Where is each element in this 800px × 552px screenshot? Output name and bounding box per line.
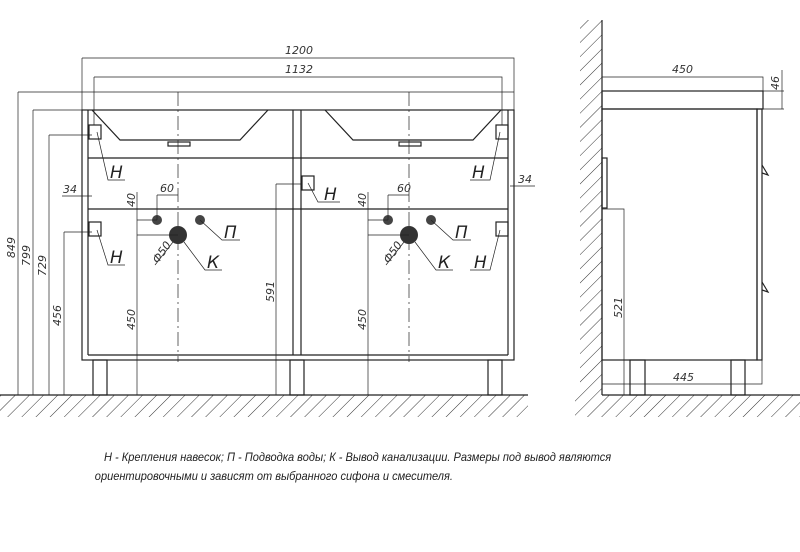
- dim-height-cabinet: 799: [20, 245, 33, 266]
- front-view: 1200 1132 849 799 729 456 34 34 60 60 40…: [0, 44, 535, 417]
- sink-basin-right: [324, 109, 502, 141]
- dim-drain-height-right: 450: [356, 309, 369, 330]
- countertop: [601, 90, 764, 110]
- mount-bracket: [495, 124, 509, 140]
- dim-back-opening-height: 521: [612, 297, 625, 318]
- sink-basin-left: [91, 109, 269, 141]
- label-water: П: [455, 223, 468, 243]
- caption-line-1: Н - Крепления навесок; П - Подводка воды…: [104, 450, 612, 464]
- wall-hatch: [580, 20, 602, 395]
- floor-hatch: [0, 395, 528, 417]
- leg: [629, 359, 646, 396]
- label-drain: К: [438, 253, 451, 273]
- label-mount: Н: [324, 185, 337, 205]
- dim-top-thickness: 46: [769, 76, 782, 90]
- dim-pipe-spacing-right: 60: [397, 182, 411, 195]
- dim-height-total: 849: [5, 237, 18, 258]
- cabinet-side: [601, 108, 758, 361]
- dim-drain-height-left: 450: [125, 309, 138, 330]
- legend-caption: Н - Крепления навесок; П - Подводка воды…: [95, 448, 612, 486]
- floor-hatch: [575, 395, 800, 417]
- dim-width-total: 1200: [285, 44, 313, 57]
- dim-width-inner: 1132: [285, 63, 313, 76]
- leg: [730, 359, 746, 396]
- dim-height-lower-mount: 456: [51, 305, 64, 326]
- dim-mount-offset-right: 34: [518, 173, 532, 186]
- dim-height-upper-mount: 729: [36, 255, 49, 276]
- leg: [487, 359, 503, 396]
- dim-pipe-offset-right: 40: [356, 193, 369, 207]
- mount-bracket: [301, 175, 315, 191]
- dim-pipe-offset-left: 40: [125, 193, 138, 207]
- label-drain: К: [207, 253, 220, 273]
- mount-bracket: [88, 221, 102, 237]
- mount-bracket: [88, 124, 102, 140]
- dim-drain-diameter-left: Ф50: [150, 239, 174, 266]
- label-water: П: [224, 223, 237, 243]
- side-view: 450 46 521 445: [575, 20, 800, 417]
- dim-center-mount-height: 591: [264, 281, 277, 302]
- dim-drain-diameter-right: Ф50: [381, 239, 405, 266]
- leg: [289, 359, 305, 396]
- mount-bracket: [495, 221, 509, 237]
- dim-pipe-spacing-left: 60: [160, 182, 174, 195]
- label-mount: Н: [110, 163, 123, 183]
- dim-mount-offset-left: 34: [63, 183, 77, 196]
- dim-depth-top: 450: [672, 63, 693, 76]
- caption-line-2: ориентировочными и зависят от выбранного…: [94, 469, 454, 483]
- label-mount: Н: [472, 163, 485, 183]
- dim-depth-bottom: 445: [673, 371, 694, 384]
- leg: [92, 359, 108, 396]
- label-mount: Н: [474, 253, 487, 273]
- label-mount: Н: [110, 248, 123, 268]
